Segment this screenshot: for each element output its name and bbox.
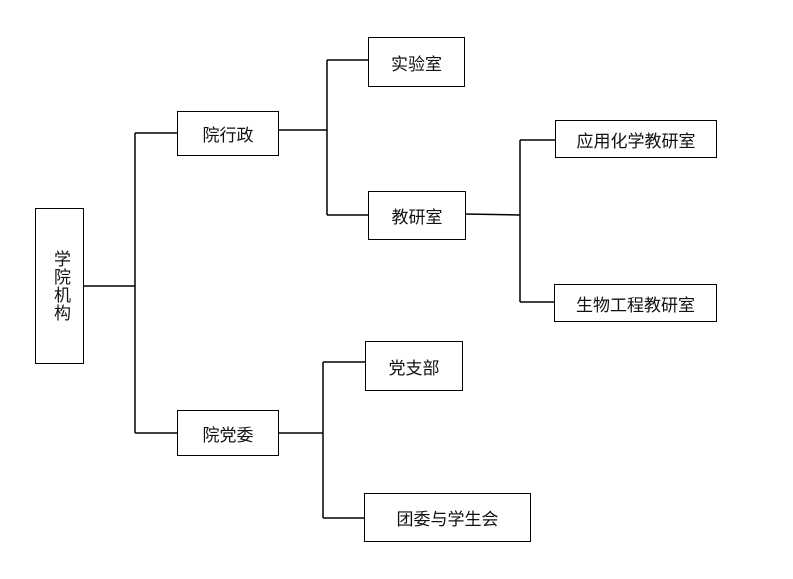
root-node: 学院机构 (35, 208, 84, 364)
research-node: 教研室 (368, 191, 466, 240)
bio-engineering-node: 生物工程教研室 (554, 284, 717, 322)
youth-union-node: 团委与学生会 (364, 493, 531, 542)
admin-node: 院行政 (177, 111, 279, 156)
lab-node: 实验室 (368, 37, 465, 87)
party-branch-node: 党支部 (365, 341, 463, 391)
party-node: 院党委 (177, 410, 279, 456)
applied-chemistry-node: 应用化学教研室 (555, 120, 717, 158)
